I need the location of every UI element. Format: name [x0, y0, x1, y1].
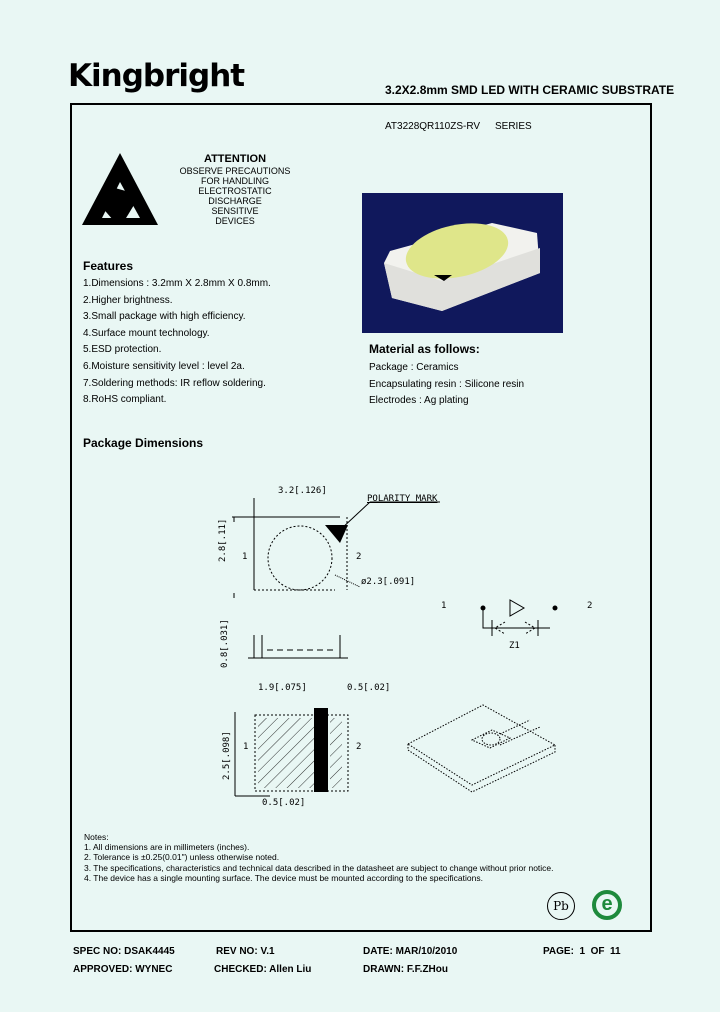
page-number: PAGE: 1 OF 11 [543, 946, 621, 957]
date: DATE: MAR/10/2010 [363, 946, 458, 957]
lens-diameter-label: ø2.3[.091] [361, 577, 416, 587]
dim-width-label: 3.2[.126] [278, 486, 327, 496]
material-item: Electrodes : Ag plating [369, 395, 469, 407]
package-drawings [232, 498, 558, 797]
attention-title: ATTENTION [203, 153, 267, 165]
pad-gap-label: 0.5[.02] [347, 683, 391, 693]
dim-height-label: 2.8[.11] [218, 518, 228, 562]
material-list: Package : Ceramics Encapsulating resin :… [369, 360, 524, 410]
feature-item: 3.Small package with high efficiency. [83, 311, 246, 323]
dim-thickness-label: 0.8[.031] [220, 619, 230, 668]
features-list: 1.Dimensions : 3.2mm X 2.8mm X 0.8mm. 2.… [83, 276, 271, 409]
esd-attention-notice: ATTENTION OBSERVE PRECAUTIONS FOR HANDLI… [170, 153, 300, 226]
note-item: 3. The specifications, characteristics a… [84, 862, 554, 873]
rohs-text: e [601, 893, 613, 915]
note-item: 1. All dimensions are in millimeters (in… [84, 842, 250, 853]
attention-line: ELECTROSTATIC [198, 186, 272, 196]
esd-warning-icon [82, 153, 158, 225]
features-heading: Features [83, 259, 134, 273]
pad-pin1-label: 1 [243, 742, 249, 752]
drawn-by: DRAWN: F.F.ZHou [363, 964, 448, 975]
part-number: AT3228QR110ZS-RV [385, 121, 481, 132]
pin2-label: 2 [356, 552, 362, 562]
pad-pin2-label: 2 [356, 742, 362, 752]
attention-line: FOR HANDLING [200, 176, 269, 186]
note-item: 2. Tolerance is ±0.25(0.01") unless othe… [84, 852, 280, 863]
feature-item: 4.Surface mount technology. [83, 327, 210, 339]
notes-section: Notes: 1. All dimensions are in millimet… [84, 832, 554, 883]
package-dimensions-heading: Package Dimensions [83, 436, 204, 450]
checked-by: CHECKED: Allen Liu [214, 964, 312, 975]
pin1-label: 1 [242, 552, 248, 562]
feature-item: 1.Dimensions : 3.2mm X 2.8mm X 0.8mm. [83, 278, 271, 289]
lead-free-icon: Pb [547, 892, 575, 920]
bottom-gap-label: 0.5[.02] [262, 798, 306, 808]
document-title: 3.2X2.8mm SMD LED WITH CERAMIC SUBSTRATE [385, 83, 675, 97]
schematic-pin1: 1 [441, 601, 447, 611]
kingbright-logo: Kingbright [68, 58, 245, 94]
lead-free-text: Pb [553, 899, 569, 913]
revision-number: REV NO: V.1 [216, 946, 275, 957]
feature-item: 5.ESD protection. [83, 344, 162, 356]
attention-line: SENSITIVE [211, 206, 259, 216]
pad-width-label: 1.9[.075] [258, 683, 307, 693]
datasheet-frame [70, 103, 652, 932]
material-item: Encapsulating resin : Silicone resin [369, 378, 525, 390]
approved-by: APPROVED: WYNEC [73, 964, 173, 975]
material-heading: Material as follows: [369, 342, 480, 356]
schematic-pin2: 2 [587, 601, 593, 611]
notes-heading: Notes: [84, 832, 109, 842]
product-photo [362, 193, 563, 333]
feature-item: 2.Higher brightness. [83, 294, 173, 306]
series-label: SERIES [495, 121, 532, 132]
zener-label: Z1 [509, 641, 520, 651]
rohs-recycle-icon: e [592, 890, 622, 920]
attention-line: OBSERVE PRECAUTIONS [179, 166, 291, 176]
polarity-mark-label: POLARITY MARK [367, 494, 438, 504]
attention-line: DISCHARGE [208, 196, 262, 206]
note-item: 4. The device has a single mounting surf… [84, 872, 483, 883]
feature-item: 8.RoHS compliant. [83, 394, 167, 406]
attention-line: DEVICES [215, 216, 255, 226]
spec-number: SPEC NO: DSAK4445 [73, 946, 175, 957]
feature-item: 6.Moisture sensitivity level : level 2a. [83, 360, 245, 372]
material-item: Package : Ceramics [369, 362, 459, 373]
feature-item: 7.Soldering methods: IR reflow soldering… [83, 377, 266, 389]
pad-height-label: 2.5[.098] [222, 731, 232, 780]
